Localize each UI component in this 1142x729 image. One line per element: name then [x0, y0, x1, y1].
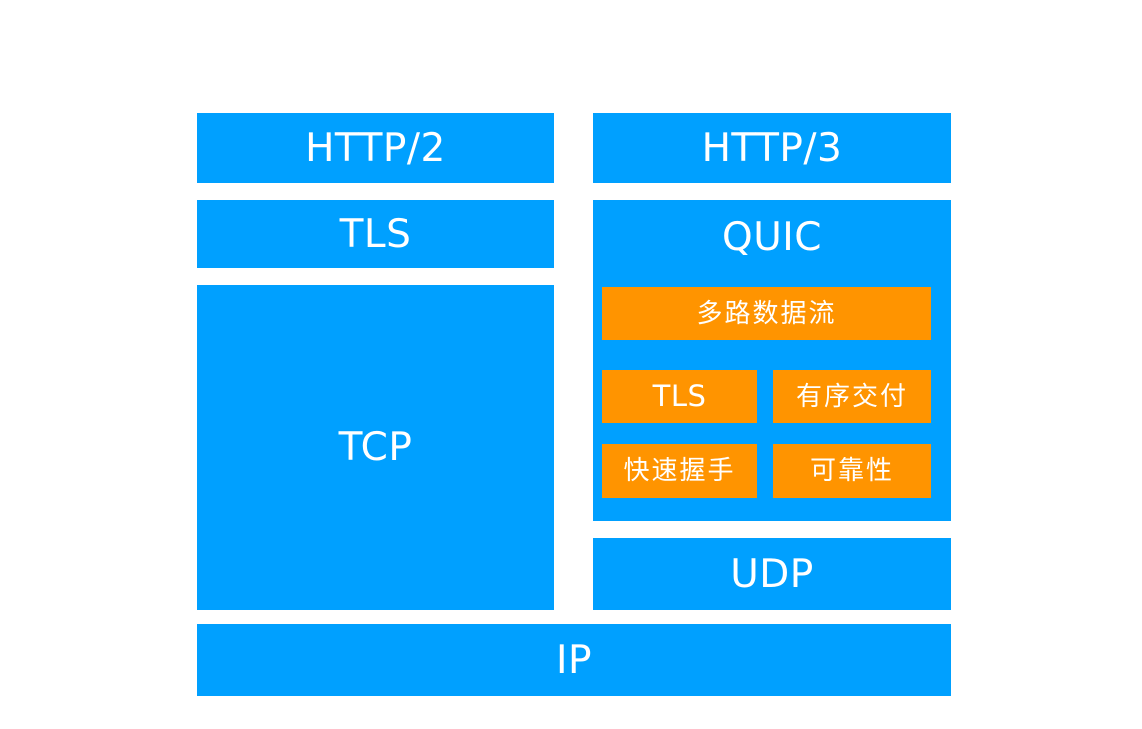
quic-feature-tls: TLS: [602, 370, 757, 423]
layer-label-http2: HTTP/2: [305, 125, 446, 171]
layer-label-udp: UDP: [730, 551, 814, 597]
layer-box-tcp: TCP: [197, 285, 554, 610]
layer-label-ip: IP: [555, 637, 593, 683]
layer-box-http2: HTTP/2: [197, 113, 554, 183]
quic-feature-label-fast-handshake: 快速握手: [623, 456, 736, 486]
layer-box-tls: TLS: [197, 200, 554, 268]
layer-box-ip: IP: [197, 624, 951, 696]
layer-box-http3: HTTP/3: [593, 113, 951, 183]
quic-feature-ordered-delivery: 有序交付: [773, 370, 931, 423]
quic-feature-label-ordered-delivery: 有序交付: [795, 381, 908, 412]
quic-feature-fast-handshake: 快速握手: [602, 444, 757, 498]
layer-box-quic: QUIC 多路数据流 TLS 有序交付 快速握手 可靠性: [593, 200, 951, 521]
quic-feature-label-multiplexed-streams: 多路数据流: [696, 298, 837, 329]
quic-feature-multiplexed-streams: 多路数据流: [602, 287, 931, 340]
layer-label-tls: TLS: [339, 211, 412, 257]
layer-label-http3: HTTP/3: [701, 125, 843, 171]
layer-box-udp: UDP: [593, 538, 951, 610]
quic-feature-label-tls: TLS: [652, 379, 707, 413]
layer-label-quic: QUIC: [722, 215, 822, 260]
quic-feature-reliability: 可靠性: [773, 444, 931, 498]
layer-label-tcp: TCP: [338, 425, 413, 470]
quic-feature-label-reliability: 可靠性: [809, 456, 894, 486]
